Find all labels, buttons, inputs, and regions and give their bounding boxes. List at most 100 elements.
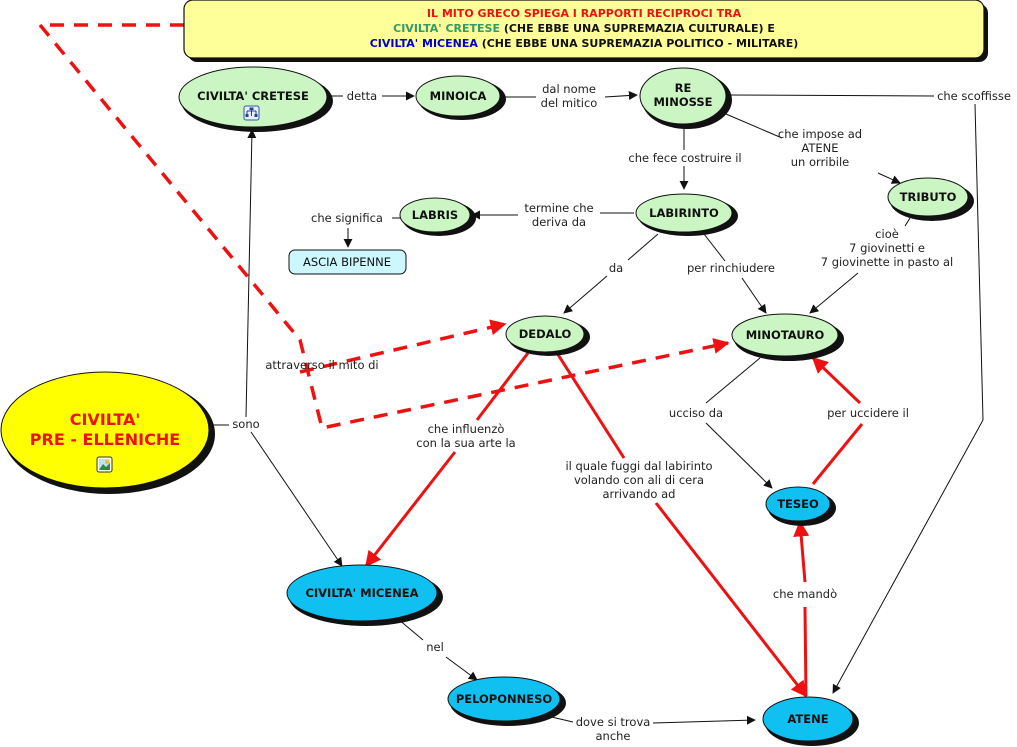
link-scoffisse-atene [974, 103, 984, 421]
title-box: IL MITO GRECO SPIEGA I RAPPORTI RECIPROC… [183, 0, 988, 62]
node-dedalo-label: DEDALO [519, 327, 572, 341]
nodes-layer: CIVILTA' CRETESE MINOICA RE MINOSSE [0, 66, 974, 746]
node-labris[interactable]: LABRIS [399, 197, 476, 236]
label-che-impose-3: un orribile [791, 155, 849, 169]
label-che-impose-2: ATENE [801, 141, 838, 155]
label-cioe-1: cioè [875, 227, 899, 241]
node-peloponneso-label: PELOPONNESO [456, 692, 553, 706]
dashed-link-title-to-mito [36, 23, 730, 431]
label-cioe-2: 7 giovinetti e [849, 241, 925, 255]
link-da-dedalo [563, 275, 608, 314]
label-nel: nel [426, 640, 444, 654]
link-atene-mando [803, 606, 808, 697]
label-termine-2: deriva da [532, 215, 586, 229]
node-pre-elleniche-label-2: PRE - ELLENICHE [30, 430, 180, 449]
link-mando-teseo [793, 520, 810, 583]
node-tributo-label: TRIBUTO [900, 190, 957, 204]
label-che-mando: che mandò [773, 587, 837, 601]
title-line-3-rest: (CHE EBBE UNA SUPREMAZIA POLITICO - MILI… [478, 37, 798, 50]
image-resource-icon[interactable] [96, 456, 113, 473]
link-minotauro-ucciso [705, 357, 761, 404]
link-influenzo-micenea [364, 451, 457, 568]
label-che-influenzo-1: che influenzò [428, 422, 505, 436]
link-sono-cretese [245, 129, 257, 418]
label-il-quale-1: il quale fuggi dal labirinto [565, 459, 712, 473]
link-labels: detta dal nome del mitico che scoffisse … [232, 82, 1011, 743]
label-da: da [609, 261, 623, 275]
link-dedalo-influenzo [475, 352, 530, 421]
link-uccidere-minotauro [811, 356, 862, 405]
node-ascia-bipenne-label: ASCIA BIPENNE [303, 255, 391, 269]
node-dedalo[interactable]: DEDALO [505, 315, 590, 356]
label-che-scoffisse: che scoffisse [937, 89, 1011, 103]
title-line-2-rest: (CHE EBBE UNA SUPREMAZIA CULTURALE) E [500, 22, 775, 35]
node-re-minosse[interactable]: RE MINOSSE [639, 67, 732, 129]
link-minosse-scoffisse [727, 94, 935, 97]
link-minosse-impose [725, 113, 783, 139]
links-layer [36, 23, 984, 725]
node-civilta-cretese[interactable]: CIVILTA' CRETESE [178, 66, 333, 132]
node-ascia-bipenne[interactable]: ASCIA BIPENNE [288, 249, 407, 275]
concept-map-resource-icon[interactable] [243, 105, 260, 121]
label-cioe-3: 7 giovinette in pasto al [821, 255, 954, 269]
label-che-fece: che fece costruire il [628, 151, 741, 165]
node-labirinto-label: LABIRINTO [649, 206, 719, 220]
label-attraverso: attraverso il mito di [265, 358, 378, 372]
link-nel-peloponneso [445, 656, 478, 681]
label-sono: sono [232, 417, 259, 431]
node-minotauro[interactable]: MINOTAURO [731, 313, 844, 361]
title-cretese-highlight: CIVILTA' CRETESE [393, 22, 500, 35]
link-cioe-minotauro [809, 272, 859, 314]
link-impose-tributo [877, 172, 901, 184]
link-fuggi-atene [654, 502, 808, 698]
label-dal-nome-1: dal nome [542, 82, 596, 96]
node-labirinto[interactable]: LABIRINTO [635, 193, 738, 236]
node-labris-label: LABRIS [412, 208, 458, 222]
node-civilta-pre-elleniche[interactable]: CIVILTA' PRE - ELLENICHE [0, 371, 215, 494]
node-civilta-cretese-label: CIVILTA' CRETESE [197, 89, 309, 103]
node-atene[interactable]: ATENE [762, 696, 859, 746]
link-tributo-cioe [904, 217, 911, 227]
node-teseo-label: TESEO [777, 497, 819, 511]
label-che-significa: che significa [311, 211, 383, 225]
link-scoffisse-atene-2 [832, 419, 984, 694]
node-re-minosse-label-2: MINOSSE [653, 95, 712, 109]
dashed-link-to-dedalo [299, 319, 507, 374]
link-labirinto-da [627, 233, 659, 261]
title-line-1: IL MITO GRECO SPIEGA I RAPPORTI RECIPROC… [427, 7, 742, 20]
node-tributo[interactable]: TRIBUTO [887, 177, 974, 221]
node-peloponneso[interactable]: PELOPONNESO [447, 676, 566, 726]
link-dalnome-minosse [604, 91, 638, 100]
link-teseo-uccidere [811, 423, 864, 485]
label-il-quale-3: arrivando ad [603, 487, 676, 501]
node-minotauro-label: MINOTAURO [746, 328, 825, 342]
label-ucciso-da: ucciso da [669, 406, 723, 420]
label-che-impose-1: che impose ad [778, 127, 862, 141]
link-dove-atene [652, 715, 756, 725]
node-civilta-micenea-label: CIVILTA' MICENEA [305, 586, 418, 600]
node-minoica-label: MINOICA [430, 89, 487, 103]
link-sono-micenea [250, 431, 343, 567]
title-line-3: CIVILTA' MICENEA (CHE EBBE UNA SUPREMAZI… [370, 37, 799, 50]
node-re-minosse-label-1: RE [675, 81, 692, 95]
node-civilta-micenea[interactable]: CIVILTA' MICENEA [286, 564, 443, 626]
label-il-quale-2: volando con ali di cera [574, 473, 704, 487]
node-pre-elleniche-label-1: CIVILTA' [70, 410, 141, 429]
link-ucciso-teseo [705, 422, 773, 489]
label-che-influenzo-2: con la sua arte la [416, 436, 515, 450]
label-dove-2: anche [595, 729, 630, 743]
label-per-rinchiudere: per rinchiudere [687, 261, 775, 275]
link-labirinto-rinchiudere [703, 233, 726, 262]
title-micenea-highlight: CIVILTA' MICENEA [370, 37, 479, 50]
title-line-2: CIVILTA' CRETESE (CHE EBBE UNA SUPREMAZI… [393, 22, 775, 35]
node-teseo[interactable]: TESEO [765, 486, 836, 526]
node-atene-label: ATENE [787, 712, 828, 726]
label-detta: detta [347, 89, 377, 103]
label-per-uccidere: per uccidere il [827, 406, 909, 420]
label-dove-1: dove si trova [576, 715, 651, 729]
link-dedalo-fuggi [555, 352, 626, 459]
label-dal-nome-2: del mitico [541, 96, 598, 110]
link-rinchiudere-minotauro [741, 277, 767, 314]
node-minoica[interactable]: MINOICA [415, 75, 506, 120]
